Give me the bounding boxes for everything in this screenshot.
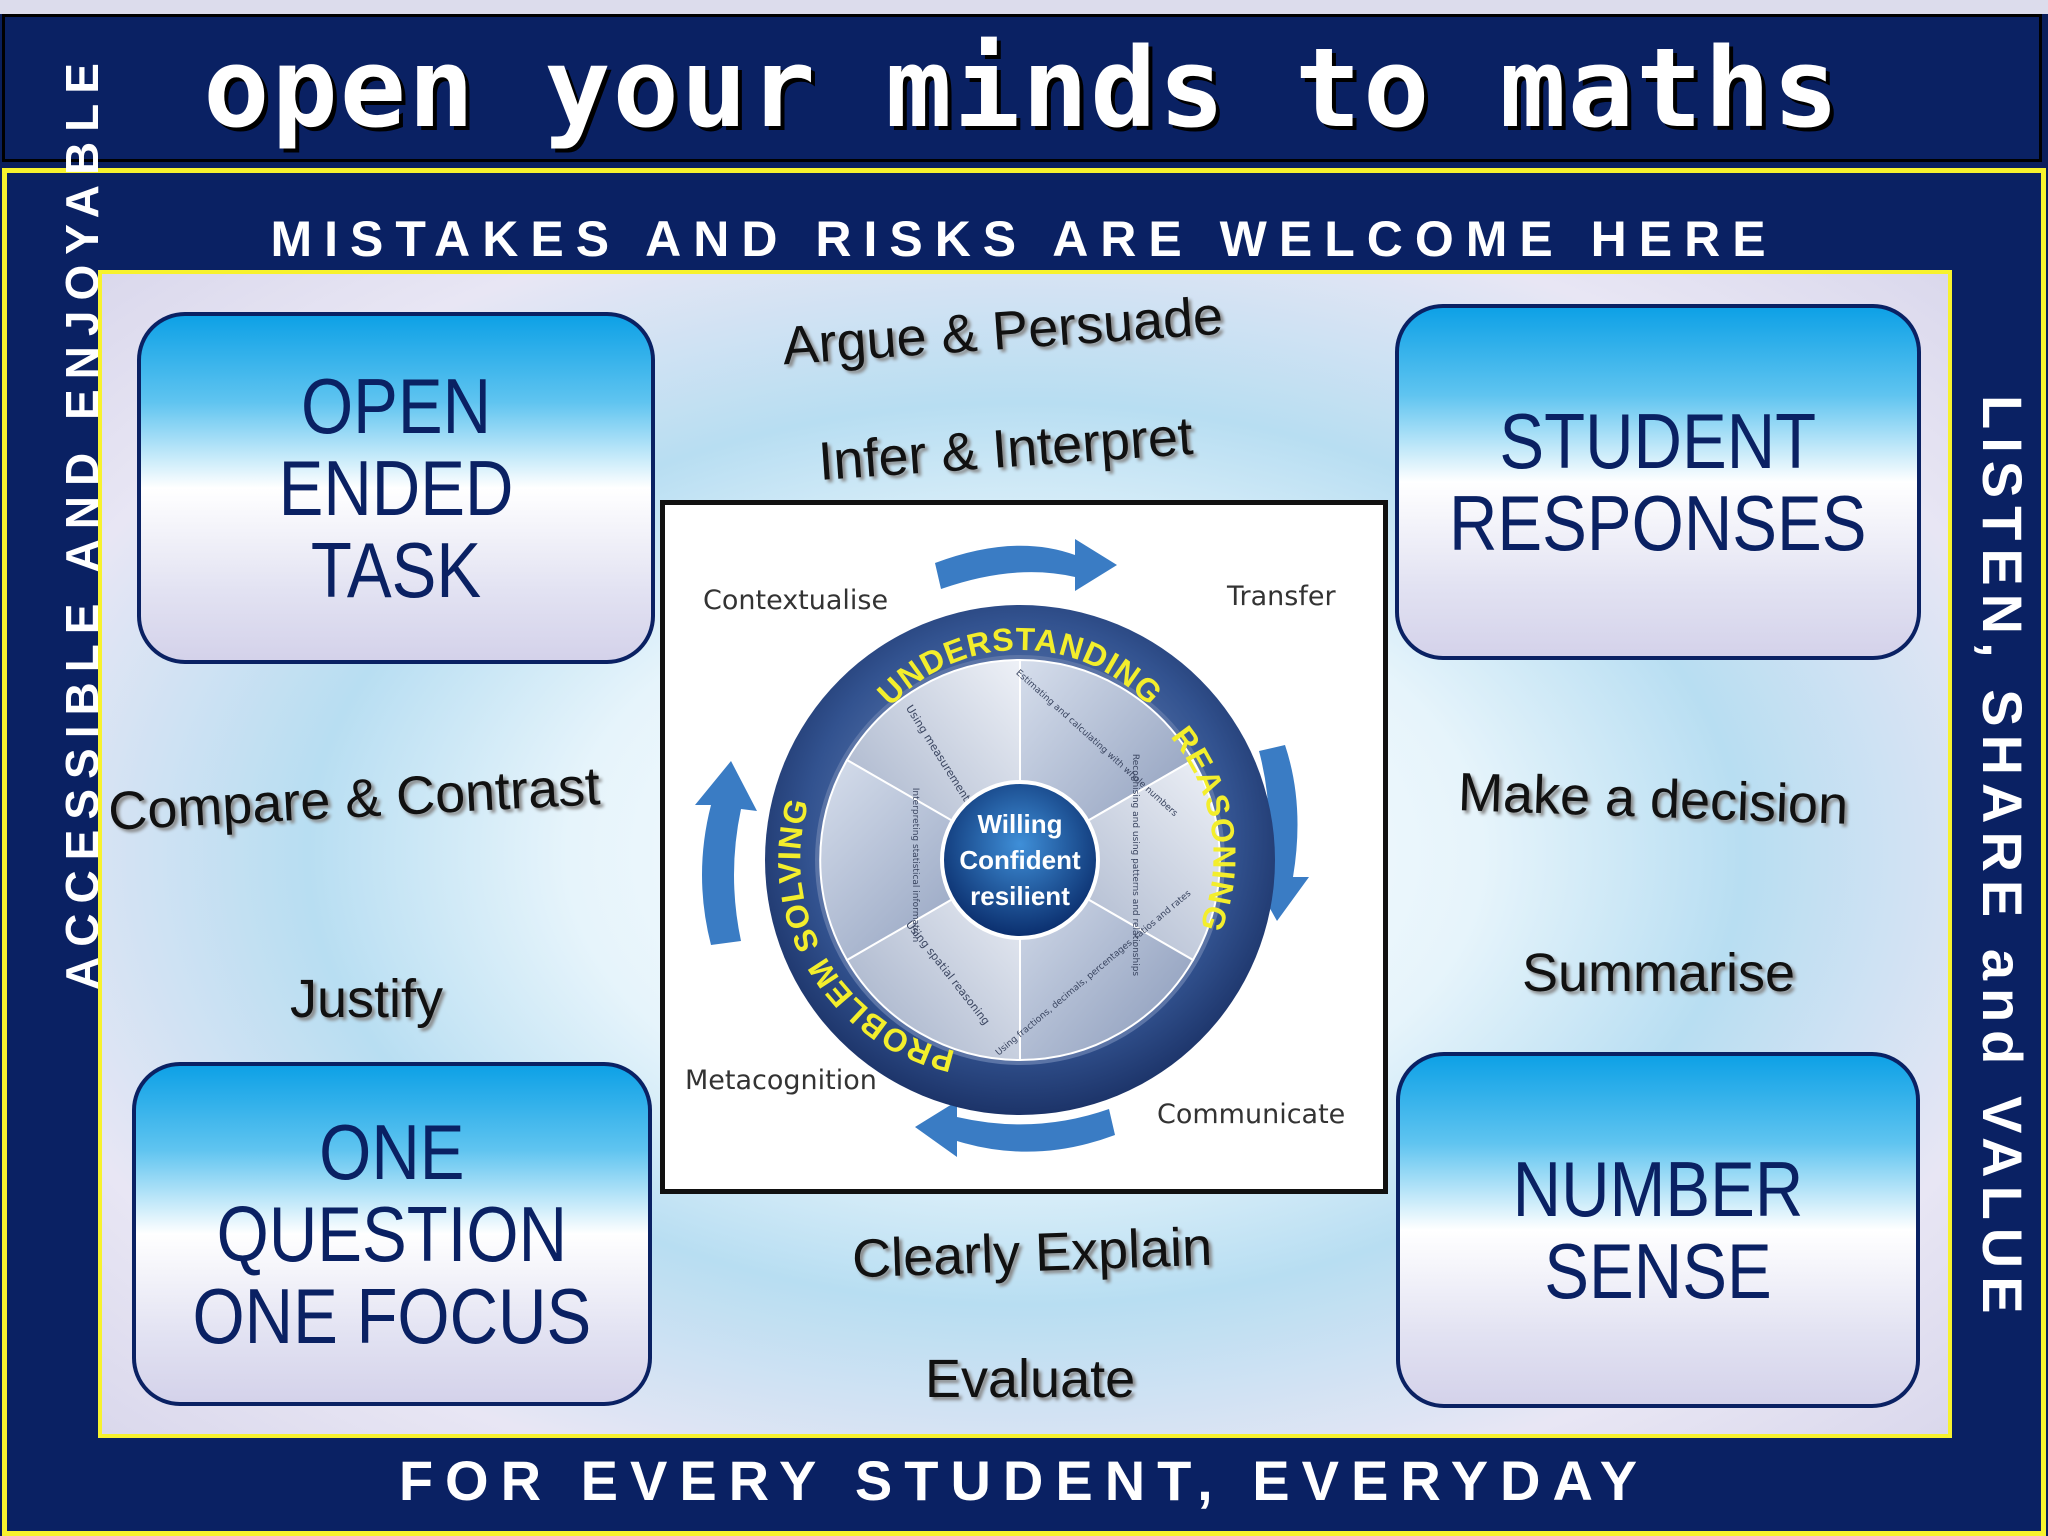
word-clearly-explain: Clearly Explain	[851, 1216, 1214, 1290]
arrow-left	[695, 761, 757, 945]
title-bar: open your minds to maths	[2, 14, 2042, 162]
student-responses-box: STUDENT RESPONSES	[1395, 304, 1921, 660]
right-border-text: LISTEN, SHARE and VALUE	[1971, 395, 2034, 1322]
number-sense-box: NUMBER SENSE	[1396, 1052, 1920, 1408]
top-band	[0, 0, 2048, 14]
open-ended-task-label: OPEN ENDED TASK	[278, 362, 514, 614]
student-responses-label: STUDENT RESPONSES	[1449, 397, 1867, 567]
segment-statistical	[819, 758, 1022, 962]
number-sense-label: NUMBER SENSE	[1512, 1145, 1804, 1315]
corner-contextualise: Contextualise	[703, 585, 889, 616]
numeracy-wheel-diagram: Contextualise Transfer Metacognition Com…	[660, 500, 1388, 1194]
center-circle	[940, 780, 1100, 940]
segment-label-patterns: Recognising and using patterns and relat…	[1130, 754, 1140, 977]
arrow-top	[935, 539, 1117, 591]
corner-communicate: Communicate	[1157, 1099, 1346, 1130]
corner-transfer: Transfer	[1227, 581, 1336, 612]
corner-metacognition: Metacognition	[685, 1065, 877, 1096]
center-word-resilient: resilient	[970, 881, 1070, 911]
page-title: open your minds to maths	[203, 24, 1841, 152]
word-summarise: Summarise	[1522, 943, 1796, 1003]
segment-patterns	[1018, 758, 1221, 962]
wheel-svg: Using measurement Estimating and calcula…	[695, 539, 1309, 1157]
one-question-label: ONE QUESTION ONE FOCUS	[192, 1108, 592, 1360]
segment-label-statistical: Interpreting statistical information	[910, 788, 920, 942]
center-word-willing: Willing	[978, 809, 1063, 839]
word-evaluate: Evaluate	[925, 1349, 1136, 1409]
one-question-box: ONE QUESTION ONE FOCUS	[132, 1062, 652, 1406]
bottom-border-text: FOR EVERY STUDENT, EVERYDAY	[398, 1449, 1650, 1512]
arrow-bottom	[915, 1101, 1115, 1157]
open-ended-task-box: OPEN ENDED TASK	[137, 312, 655, 664]
top-border-text: MISTAKES AND RISKS ARE WELCOME HERE	[270, 211, 1778, 267]
word-justify: Justify	[290, 969, 444, 1029]
center-word-confident: Confident	[959, 845, 1081, 875]
